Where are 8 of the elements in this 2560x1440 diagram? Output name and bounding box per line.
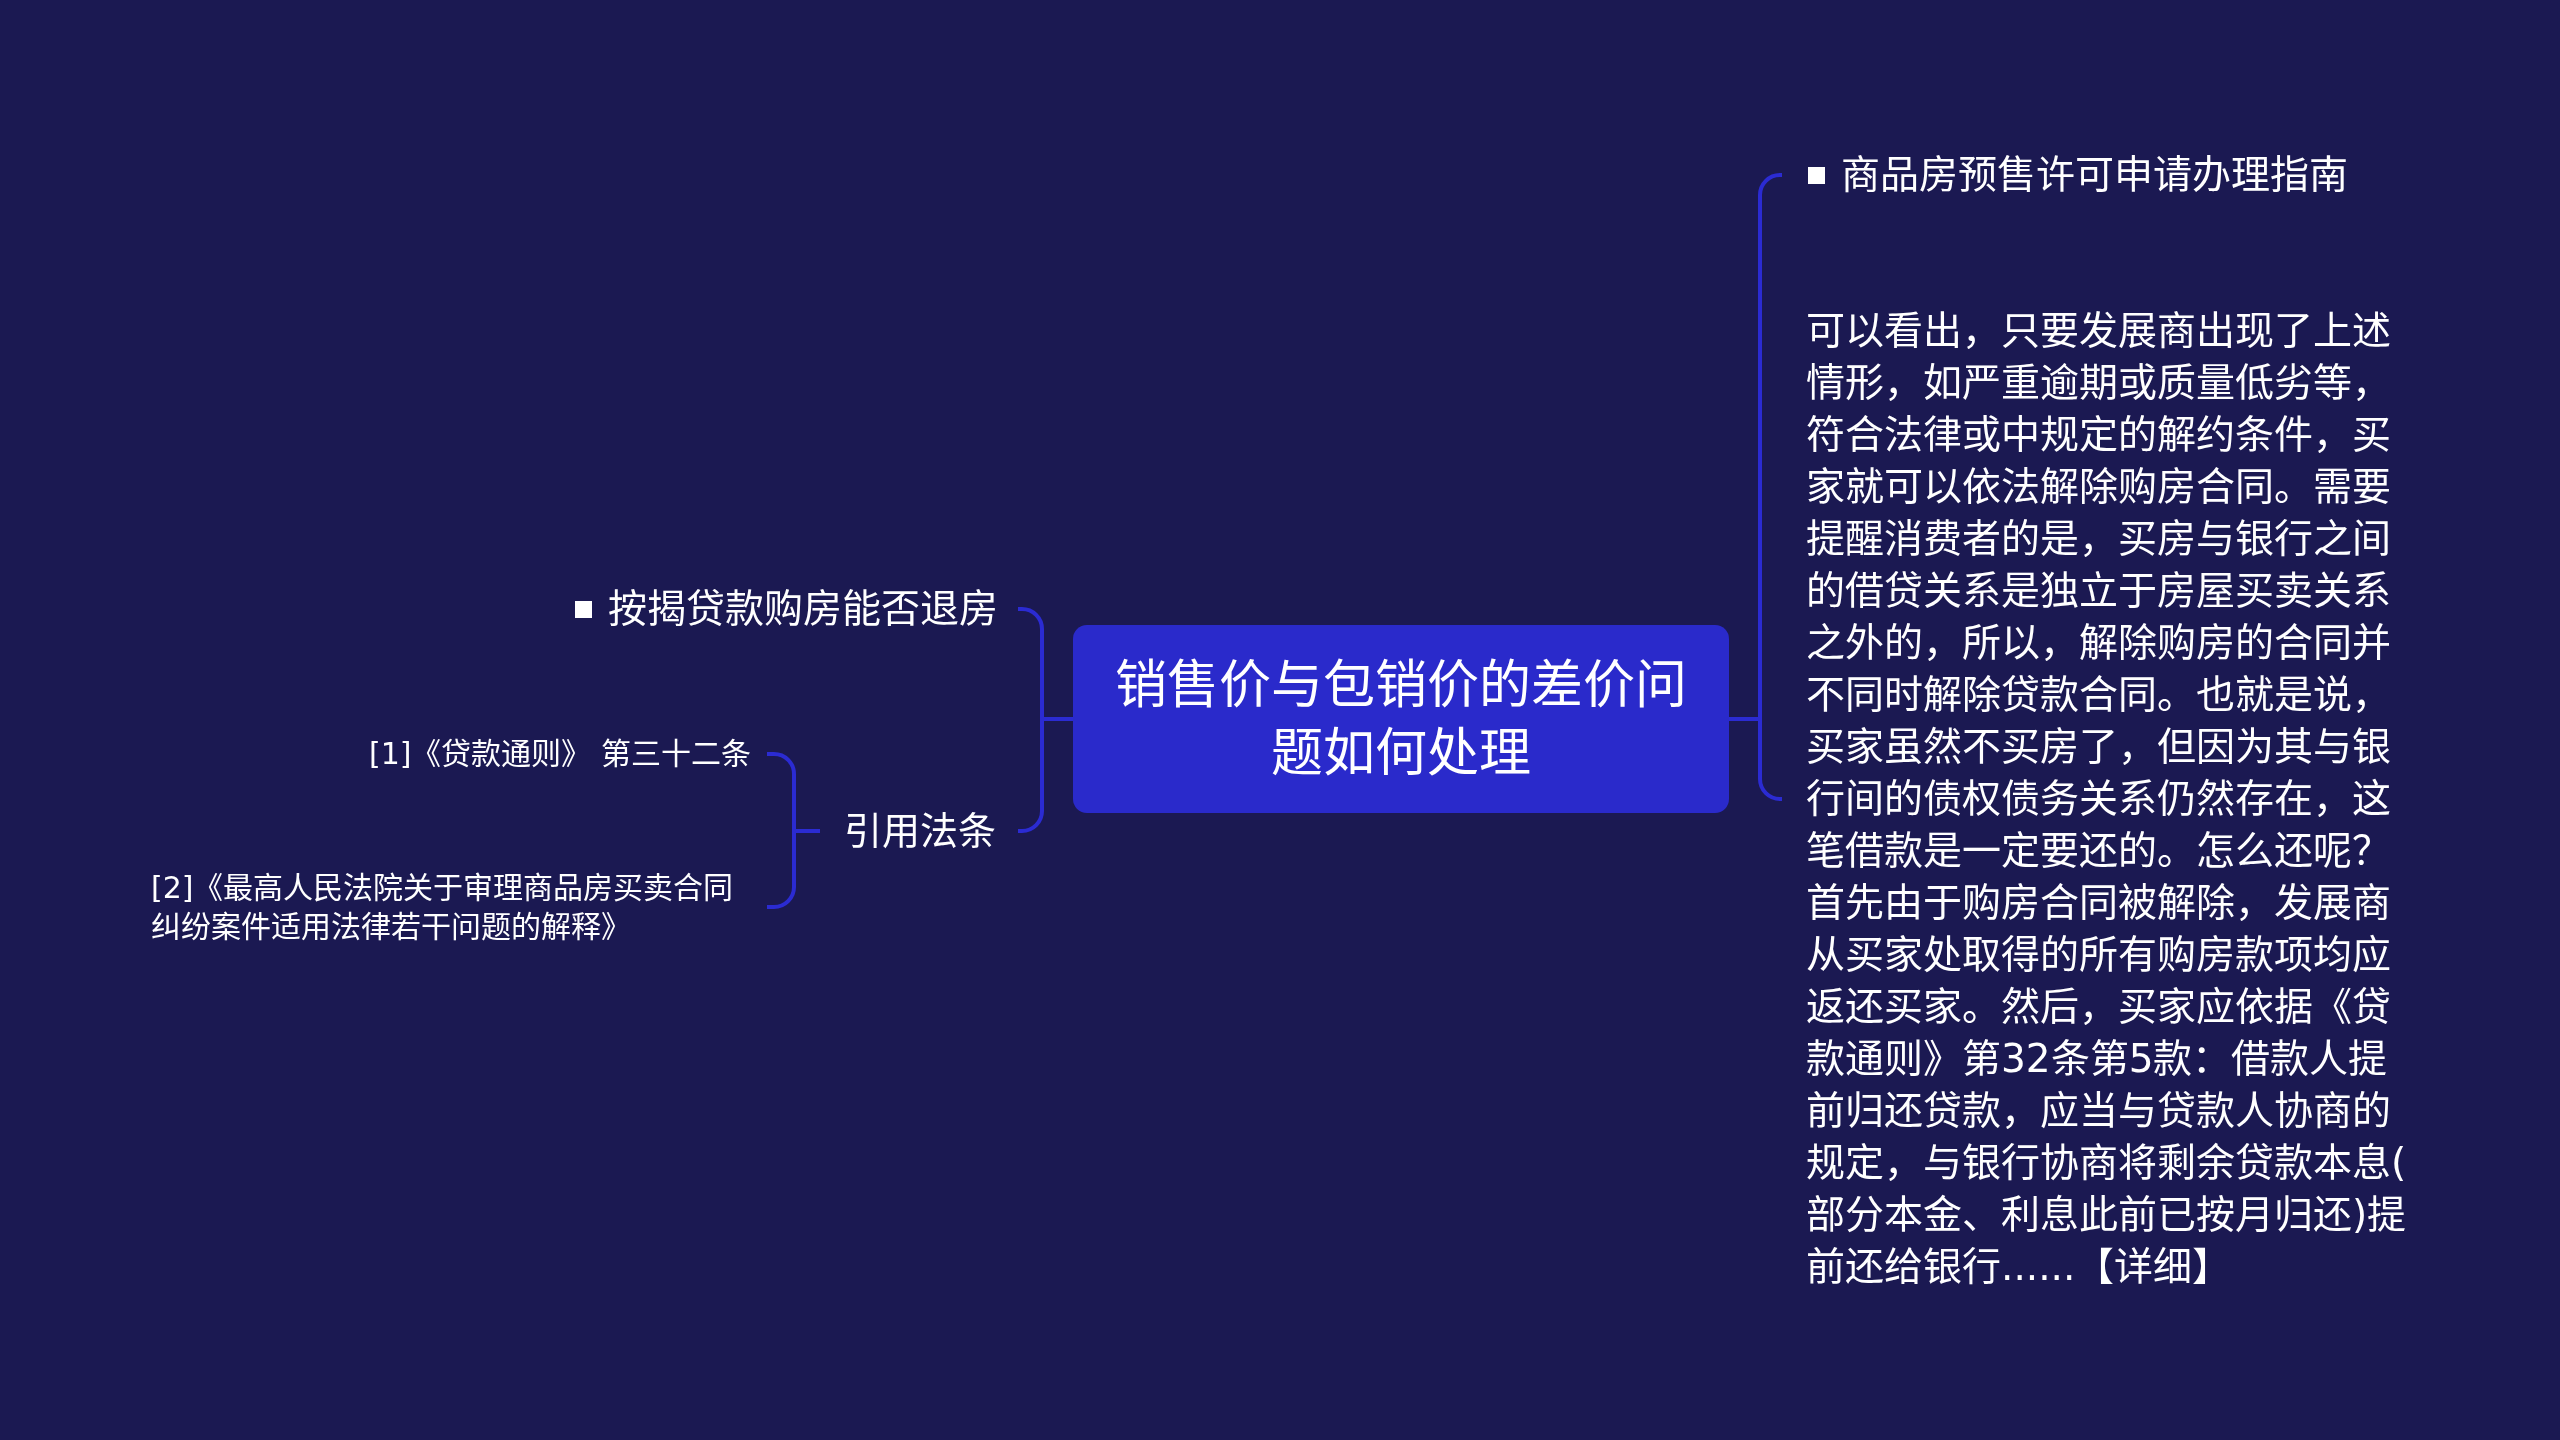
topic-label: 按揭贷款购房能否退房 — [608, 585, 998, 633]
central-topic-box — [1073, 625, 1729, 813]
reference-text: [1]《贷款通则》 第三十二条 — [368, 735, 751, 773]
reference-text: [2]《最高人民法院关于审理商品房买卖合同纠纷案件适用法律若干问题的解释》 — [151, 869, 735, 946]
topic-label: 商品房预售许可申请办理指南 — [1841, 151, 2348, 199]
topic-label: 引用法条 — [844, 808, 996, 855]
description-text: 可以看出，只要发展商出现了上述情形，如严重逾期或质量低劣等，符合法律或中规定的解约条件，买家就可以依法解除购房合同。需要提醒消费者的是，买房与银行之间的借贷关系是独立于房屋买卖关系之外的，所以，解除购房的合同并不同时解除贷款合同。也就是说，买家虽然不买房了，但因为其与银行间的债权债务关系仍然存在，这笔借款是一定要还的。怎么还呢？首先由于购房合同被解除，发展商从买家处取得的所有购房款项均应返还买家。然后，买家应依据《贷款通则》第32条第5款：借款人提前归还贷款，应当与贷款人协商的规定，与银行协商将剩余贷款本息(部分本金、利息此前已按月归还)提前还给银行......【详细】 — [1806, 307, 2408, 1291]
topic-title: 销售价与包销价的差价问题如何处理 — [1114, 654, 1688, 785]
